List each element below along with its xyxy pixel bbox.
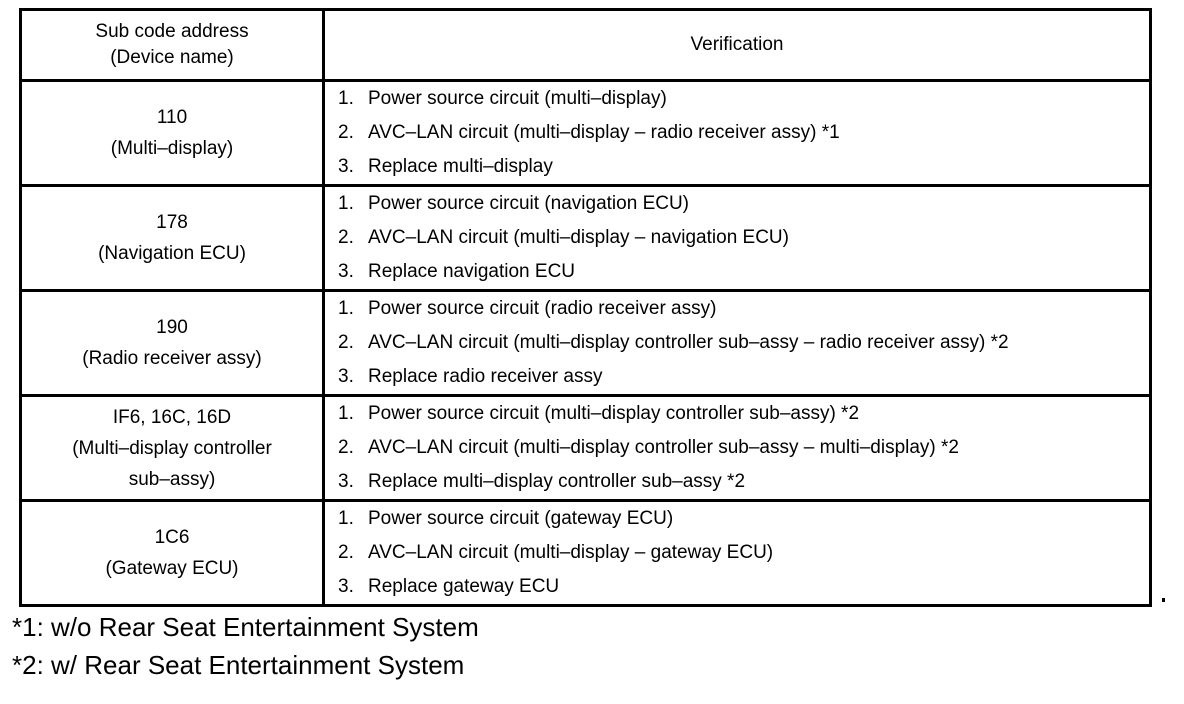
list-item-number: 3. bbox=[338, 366, 354, 387]
cell-sub-code-address: 110 (Multi–display) bbox=[19, 79, 325, 187]
header-sub-code-address-line2: (Device name) bbox=[110, 47, 234, 68]
list-item: 3. Replace navigation ECU bbox=[325, 255, 1149, 289]
cell-sub-code-address: 190 (Radio receiver assy) bbox=[19, 289, 325, 397]
code-value: 1C6 bbox=[154, 527, 190, 548]
list-item: 1. Power source circuit (radio receiver … bbox=[325, 292, 1149, 326]
list-item-number: 2. bbox=[338, 332, 354, 353]
list-item-number: 2. bbox=[338, 437, 354, 458]
header-sub-code-address: Sub code address (Device name) bbox=[19, 8, 325, 82]
list-item-text: Replace multi–display controller sub–ass… bbox=[368, 471, 746, 492]
verification-list: 1. Power source circuit (gateway ECU) 2.… bbox=[325, 502, 1149, 604]
list-item-text: Replace radio receiver assy bbox=[368, 366, 603, 387]
device-name: (Gateway ECU) bbox=[105, 558, 239, 579]
table-row: 110 (Multi–display) 1. Power source circ… bbox=[19, 79, 1152, 187]
list-item-number: 1. bbox=[338, 508, 354, 529]
verification-list: 1. Power source circuit (navigation ECU)… bbox=[325, 187, 1149, 289]
list-item: 1. Power source circuit (multi–display) bbox=[325, 82, 1149, 116]
list-item-number: 1. bbox=[338, 88, 354, 109]
code-value: IF6, 16C, 16D bbox=[112, 406, 232, 428]
list-item-number: 1. bbox=[338, 193, 354, 214]
list-item-number: 3. bbox=[338, 471, 354, 492]
cell-verification: 1. Power source circuit (radio receiver … bbox=[322, 289, 1152, 397]
list-item: 1. Power source circuit (navigation ECU) bbox=[325, 187, 1149, 221]
list-item: 2. AVC–LAN circuit (multi–display contro… bbox=[325, 326, 1149, 360]
cell-sub-code-address: IF6, 16C, 16D (Multi–display controller … bbox=[19, 394, 325, 502]
cell-verification: 1. Power source circuit (multi–display) … bbox=[322, 79, 1152, 187]
table-row: 1C6 (Gateway ECU) 1. Power source circui… bbox=[19, 499, 1152, 607]
list-item-text: Power source circuit (gateway ECU) bbox=[368, 508, 674, 529]
table-body: 110 (Multi–display) 1. Power source circ… bbox=[19, 79, 1152, 607]
table-header-row: Sub code address (Device name) Verificat… bbox=[19, 8, 1152, 82]
list-item-number: 3. bbox=[338, 261, 354, 282]
cell-verification: 1. Power source circuit (navigation ECU)… bbox=[322, 184, 1152, 292]
footnotes: *1: w/o Rear Seat Entertainment System *… bbox=[12, 608, 1012, 684]
list-item: 1. Power source circuit (multi–display c… bbox=[325, 397, 1149, 431]
list-item: 3. Replace gateway ECU bbox=[325, 570, 1149, 604]
device-name: (Multi–display controller bbox=[72, 437, 272, 459]
header-sub-code-address-line1: Sub code address bbox=[95, 21, 249, 42]
list-item: 2. AVC–LAN circuit (multi–display – navi… bbox=[325, 221, 1149, 255]
list-item-number: 3. bbox=[338, 156, 354, 177]
table-row: 190 (Radio receiver assy) 1. Power sourc… bbox=[19, 289, 1152, 397]
list-item-text: Replace gateway ECU bbox=[368, 576, 560, 597]
device-name-line2: sub–assy) bbox=[128, 468, 216, 490]
table-row: IF6, 16C, 16D (Multi–display controller … bbox=[19, 394, 1152, 502]
list-item-text: Power source circuit (multi–display) bbox=[368, 88, 667, 109]
list-item: 3. Replace radio receiver assy bbox=[325, 360, 1149, 394]
list-item-text: AVC–LAN circuit (multi–display controlle… bbox=[368, 437, 959, 458]
table-row: 178 (Navigation ECU) 1. Power source cir… bbox=[19, 184, 1152, 292]
list-item-text: Replace multi–display bbox=[368, 156, 553, 177]
list-item-number: 1. bbox=[338, 298, 354, 319]
list-item: 2. AVC–LAN circuit (multi–display – radi… bbox=[325, 116, 1149, 150]
list-item-number: 2. bbox=[338, 122, 354, 143]
list-item: 3. Replace multi–display bbox=[325, 150, 1149, 184]
list-item: 2. AVC–LAN circuit (multi–display contro… bbox=[325, 431, 1149, 465]
list-item: 3. Replace multi–display controller sub–… bbox=[325, 465, 1149, 499]
footnote-1: *1: w/o Rear Seat Entertainment System bbox=[12, 612, 479, 642]
list-item: 2. AVC–LAN circuit (multi–display – gate… bbox=[325, 536, 1149, 570]
scan-artifact-dot bbox=[1162, 598, 1165, 602]
list-item-text: Replace navigation ECU bbox=[368, 261, 576, 282]
list-item-text: Power source circuit (radio receiver ass… bbox=[368, 298, 717, 319]
code-value: 178 bbox=[156, 212, 188, 233]
list-item-text: Power source circuit (multi–display cont… bbox=[368, 403, 860, 424]
cell-sub-code-address: 1C6 (Gateway ECU) bbox=[19, 499, 325, 607]
device-name: (Radio receiver assy) bbox=[82, 348, 262, 369]
footnote-2: *2: w/ Rear Seat Entertainment System bbox=[12, 650, 465, 680]
verification-list: 1. Power source circuit (multi–display c… bbox=[325, 397, 1149, 499]
diagnostic-code-table: Sub code address (Device name) Verificat… bbox=[19, 8, 1152, 607]
list-item-number: 2. bbox=[338, 542, 354, 563]
list-item-text: Power source circuit (navigation ECU) bbox=[368, 193, 690, 214]
cell-sub-code-address: 178 (Navigation ECU) bbox=[19, 184, 325, 292]
header-verification-label: Verification bbox=[690, 34, 784, 55]
verification-list: 1. Power source circuit (radio receiver … bbox=[325, 292, 1149, 394]
list-item-number: 1. bbox=[338, 403, 354, 424]
list-item: 1. Power source circuit (gateway ECU) bbox=[325, 502, 1149, 536]
list-item-text: AVC–LAN circuit (multi–display – navigat… bbox=[368, 227, 789, 248]
verification-list: 1. Power source circuit (multi–display) … bbox=[325, 82, 1149, 184]
device-name: (Navigation ECU) bbox=[98, 243, 246, 264]
list-item-number: 2. bbox=[338, 227, 354, 248]
cell-verification: 1. Power source circuit (gateway ECU) 2.… bbox=[322, 499, 1152, 607]
code-value: 190 bbox=[156, 317, 188, 338]
code-value: 110 bbox=[156, 107, 188, 128]
list-item-text: AVC–LAN circuit (multi–display – radio r… bbox=[368, 122, 840, 143]
header-verification: Verification bbox=[322, 8, 1152, 82]
list-item-text: AVC–LAN circuit (multi–display controlle… bbox=[368, 332, 1009, 353]
cell-verification: 1. Power source circuit (multi–display c… bbox=[322, 394, 1152, 502]
list-item-text: AVC–LAN circuit (multi–display – gateway… bbox=[368, 542, 774, 563]
device-name: (Multi–display) bbox=[110, 138, 234, 159]
list-item-number: 3. bbox=[338, 576, 354, 597]
